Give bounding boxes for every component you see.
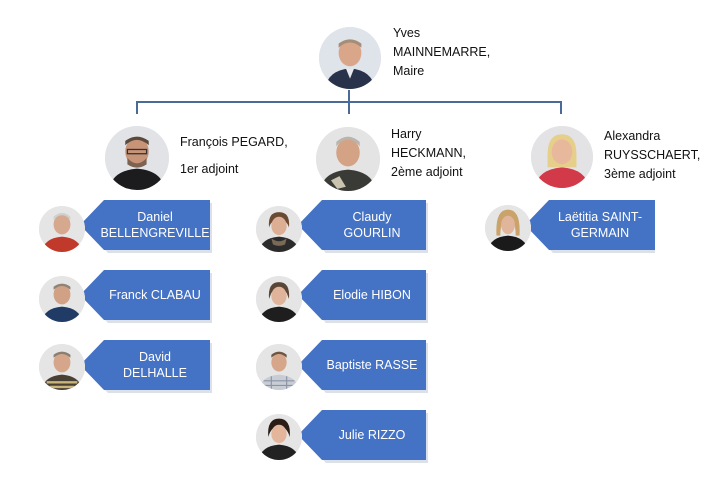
councillor-photo bbox=[256, 206, 302, 252]
councillor-photo bbox=[485, 205, 531, 251]
councillor-name: Julie RIZZO bbox=[338, 428, 406, 442]
connector-center-down bbox=[348, 101, 350, 114]
adjoint-3-label: Alexandra RUYSSCHAERT, 3ème adjoint bbox=[604, 127, 700, 184]
adjoint-2-photo bbox=[316, 127, 380, 191]
councillor-name: Daniel BELLENGREVILLE bbox=[100, 210, 210, 240]
councillor-card: Julie RIZZO bbox=[298, 410, 426, 460]
adjoint-3-firstname: Alexandra bbox=[604, 129, 661, 143]
adjoint-2-label: Harry HECKMANN, 2ème adjoint bbox=[391, 125, 466, 182]
adjoint-2-role: 2ème adjoint bbox=[391, 165, 463, 179]
adjoint-3-lastname: RUYSSCHAERT, bbox=[604, 148, 701, 162]
mayor-photo bbox=[319, 27, 381, 89]
councillor-card: Claudy GOURLIN bbox=[298, 200, 426, 250]
connector-left-down bbox=[136, 101, 138, 114]
adjoint-1-role: 1er adjoint bbox=[180, 162, 239, 176]
councillor-name: Franck CLABAU bbox=[109, 288, 201, 302]
councillor-photo bbox=[256, 276, 302, 322]
adjoint-3-role: 3ème adjoint bbox=[604, 167, 676, 181]
councillor-card: Baptiste RASSE bbox=[298, 340, 426, 390]
councillor-name: Claudy GOURLIN bbox=[343, 210, 401, 240]
councillor-photo bbox=[39, 206, 85, 252]
adjoint-2-firstname: Harry bbox=[391, 127, 422, 141]
adjoint-3-photo bbox=[531, 126, 593, 188]
councillor-card: Franck CLABAU bbox=[80, 270, 210, 320]
councillor-photo bbox=[39, 276, 85, 322]
councillor-photo bbox=[256, 344, 302, 390]
mayor-firstname: Yves bbox=[393, 26, 421, 40]
councillor-photo bbox=[39, 344, 85, 390]
adjoint-1-label: François PEGARD, 1er adjoint bbox=[180, 133, 288, 179]
councillor-name: David DELHALLE bbox=[123, 350, 187, 380]
connector-mayor-down bbox=[348, 90, 350, 102]
mayor-label: Yves MAINNEMARRE, Maire bbox=[393, 24, 490, 81]
mayor-lastname: MAINNEMARRE, bbox=[393, 45, 491, 59]
councillor-photo bbox=[256, 414, 302, 460]
councillor-card: David DELHALLE bbox=[80, 340, 210, 390]
councillor-name: Elodie HIBON bbox=[333, 288, 411, 302]
adjoint-1-photo bbox=[105, 126, 169, 190]
councillor-card: Laëtitia SAINT-GERMAIN bbox=[525, 200, 655, 250]
councillor-card: Daniel BELLENGREVILLE bbox=[80, 200, 210, 250]
mayor-role: Maire bbox=[393, 64, 425, 78]
connector-right-down bbox=[560, 101, 562, 114]
councillor-card: Elodie HIBON bbox=[298, 270, 426, 320]
adjoint-2-lastname: HECKMANN, bbox=[391, 146, 467, 160]
adjoint-1-name: François PEGARD, bbox=[180, 135, 288, 149]
councillor-name: Laëtitia SAINT-GERMAIN bbox=[557, 210, 643, 240]
councillor-name: Baptiste RASSE bbox=[326, 358, 418, 372]
